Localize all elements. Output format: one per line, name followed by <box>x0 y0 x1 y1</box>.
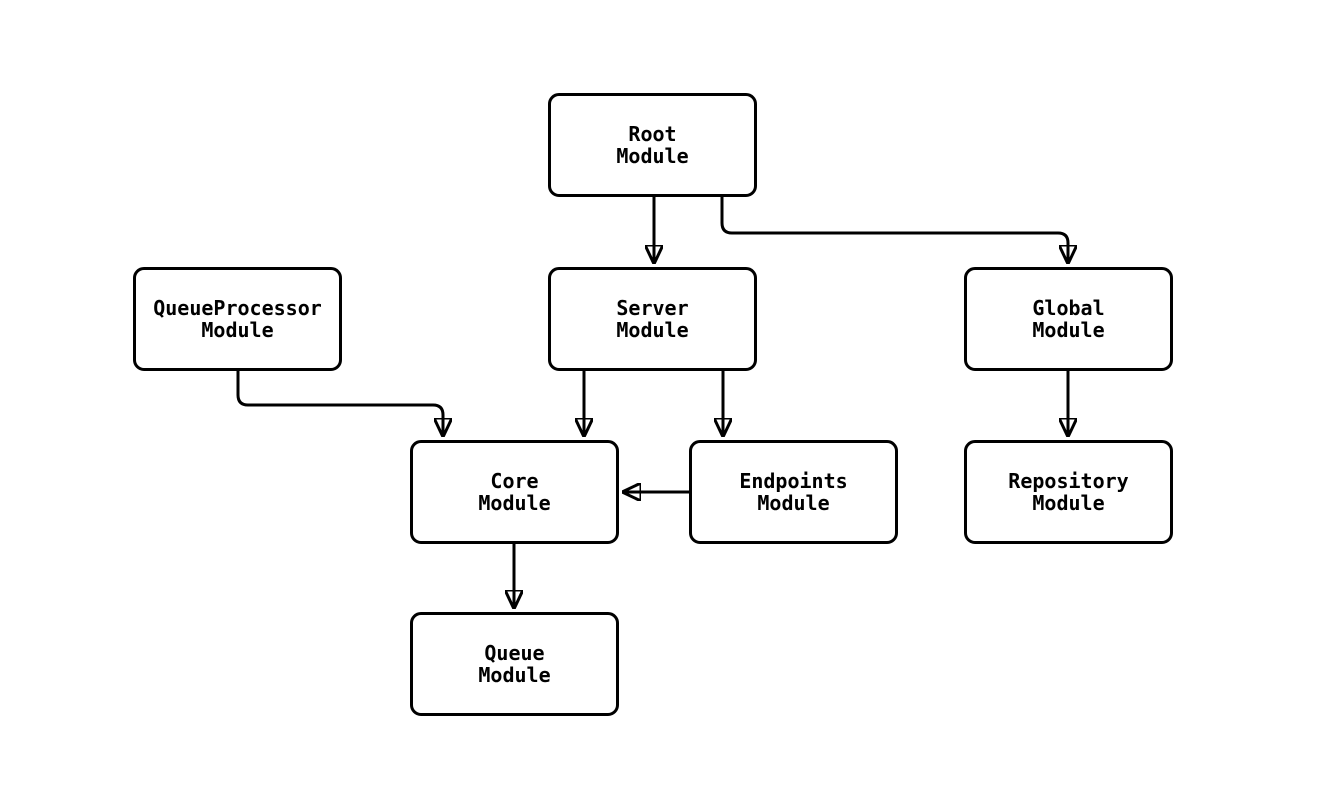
node-label-line: Module <box>201 318 274 342</box>
node-label-line: Module <box>1032 491 1105 515</box>
node-label-line: Endpoints <box>739 469 848 493</box>
node-label-line: Module <box>1032 318 1105 342</box>
node-label-line: Core <box>490 469 539 493</box>
node-label-line: QueueProcessor <box>153 296 322 320</box>
node-root-module: Root Module <box>548 93 757 197</box>
node-label-line: Root <box>628 122 677 146</box>
node-repository-module: Repository Module <box>964 440 1173 544</box>
node-label-line: Server <box>616 296 689 320</box>
node-label-line: Module <box>478 663 551 687</box>
node-core-module: Core Module <box>410 440 619 544</box>
node-queue-module: Queue Module <box>410 612 619 716</box>
node-label-line: Module <box>616 144 689 168</box>
node-label-line: Module <box>478 491 551 515</box>
node-label-line: Module <box>757 491 830 515</box>
node-label-line: Module <box>616 318 689 342</box>
node-label-line: Repository <box>1008 469 1129 493</box>
node-endpoints-module: Endpoints Module <box>689 440 898 544</box>
edge-root-to-global <box>720 197 1068 264</box>
node-label-line: Global <box>1032 296 1105 320</box>
node-server-module: Server Module <box>548 267 757 371</box>
node-queueprocessor-module: QueueProcessor Module <box>133 267 342 371</box>
node-label-line: Queue <box>484 641 545 665</box>
edge-queueprocessor-to-core <box>236 371 443 437</box>
node-global-module: Global Module <box>964 267 1173 371</box>
